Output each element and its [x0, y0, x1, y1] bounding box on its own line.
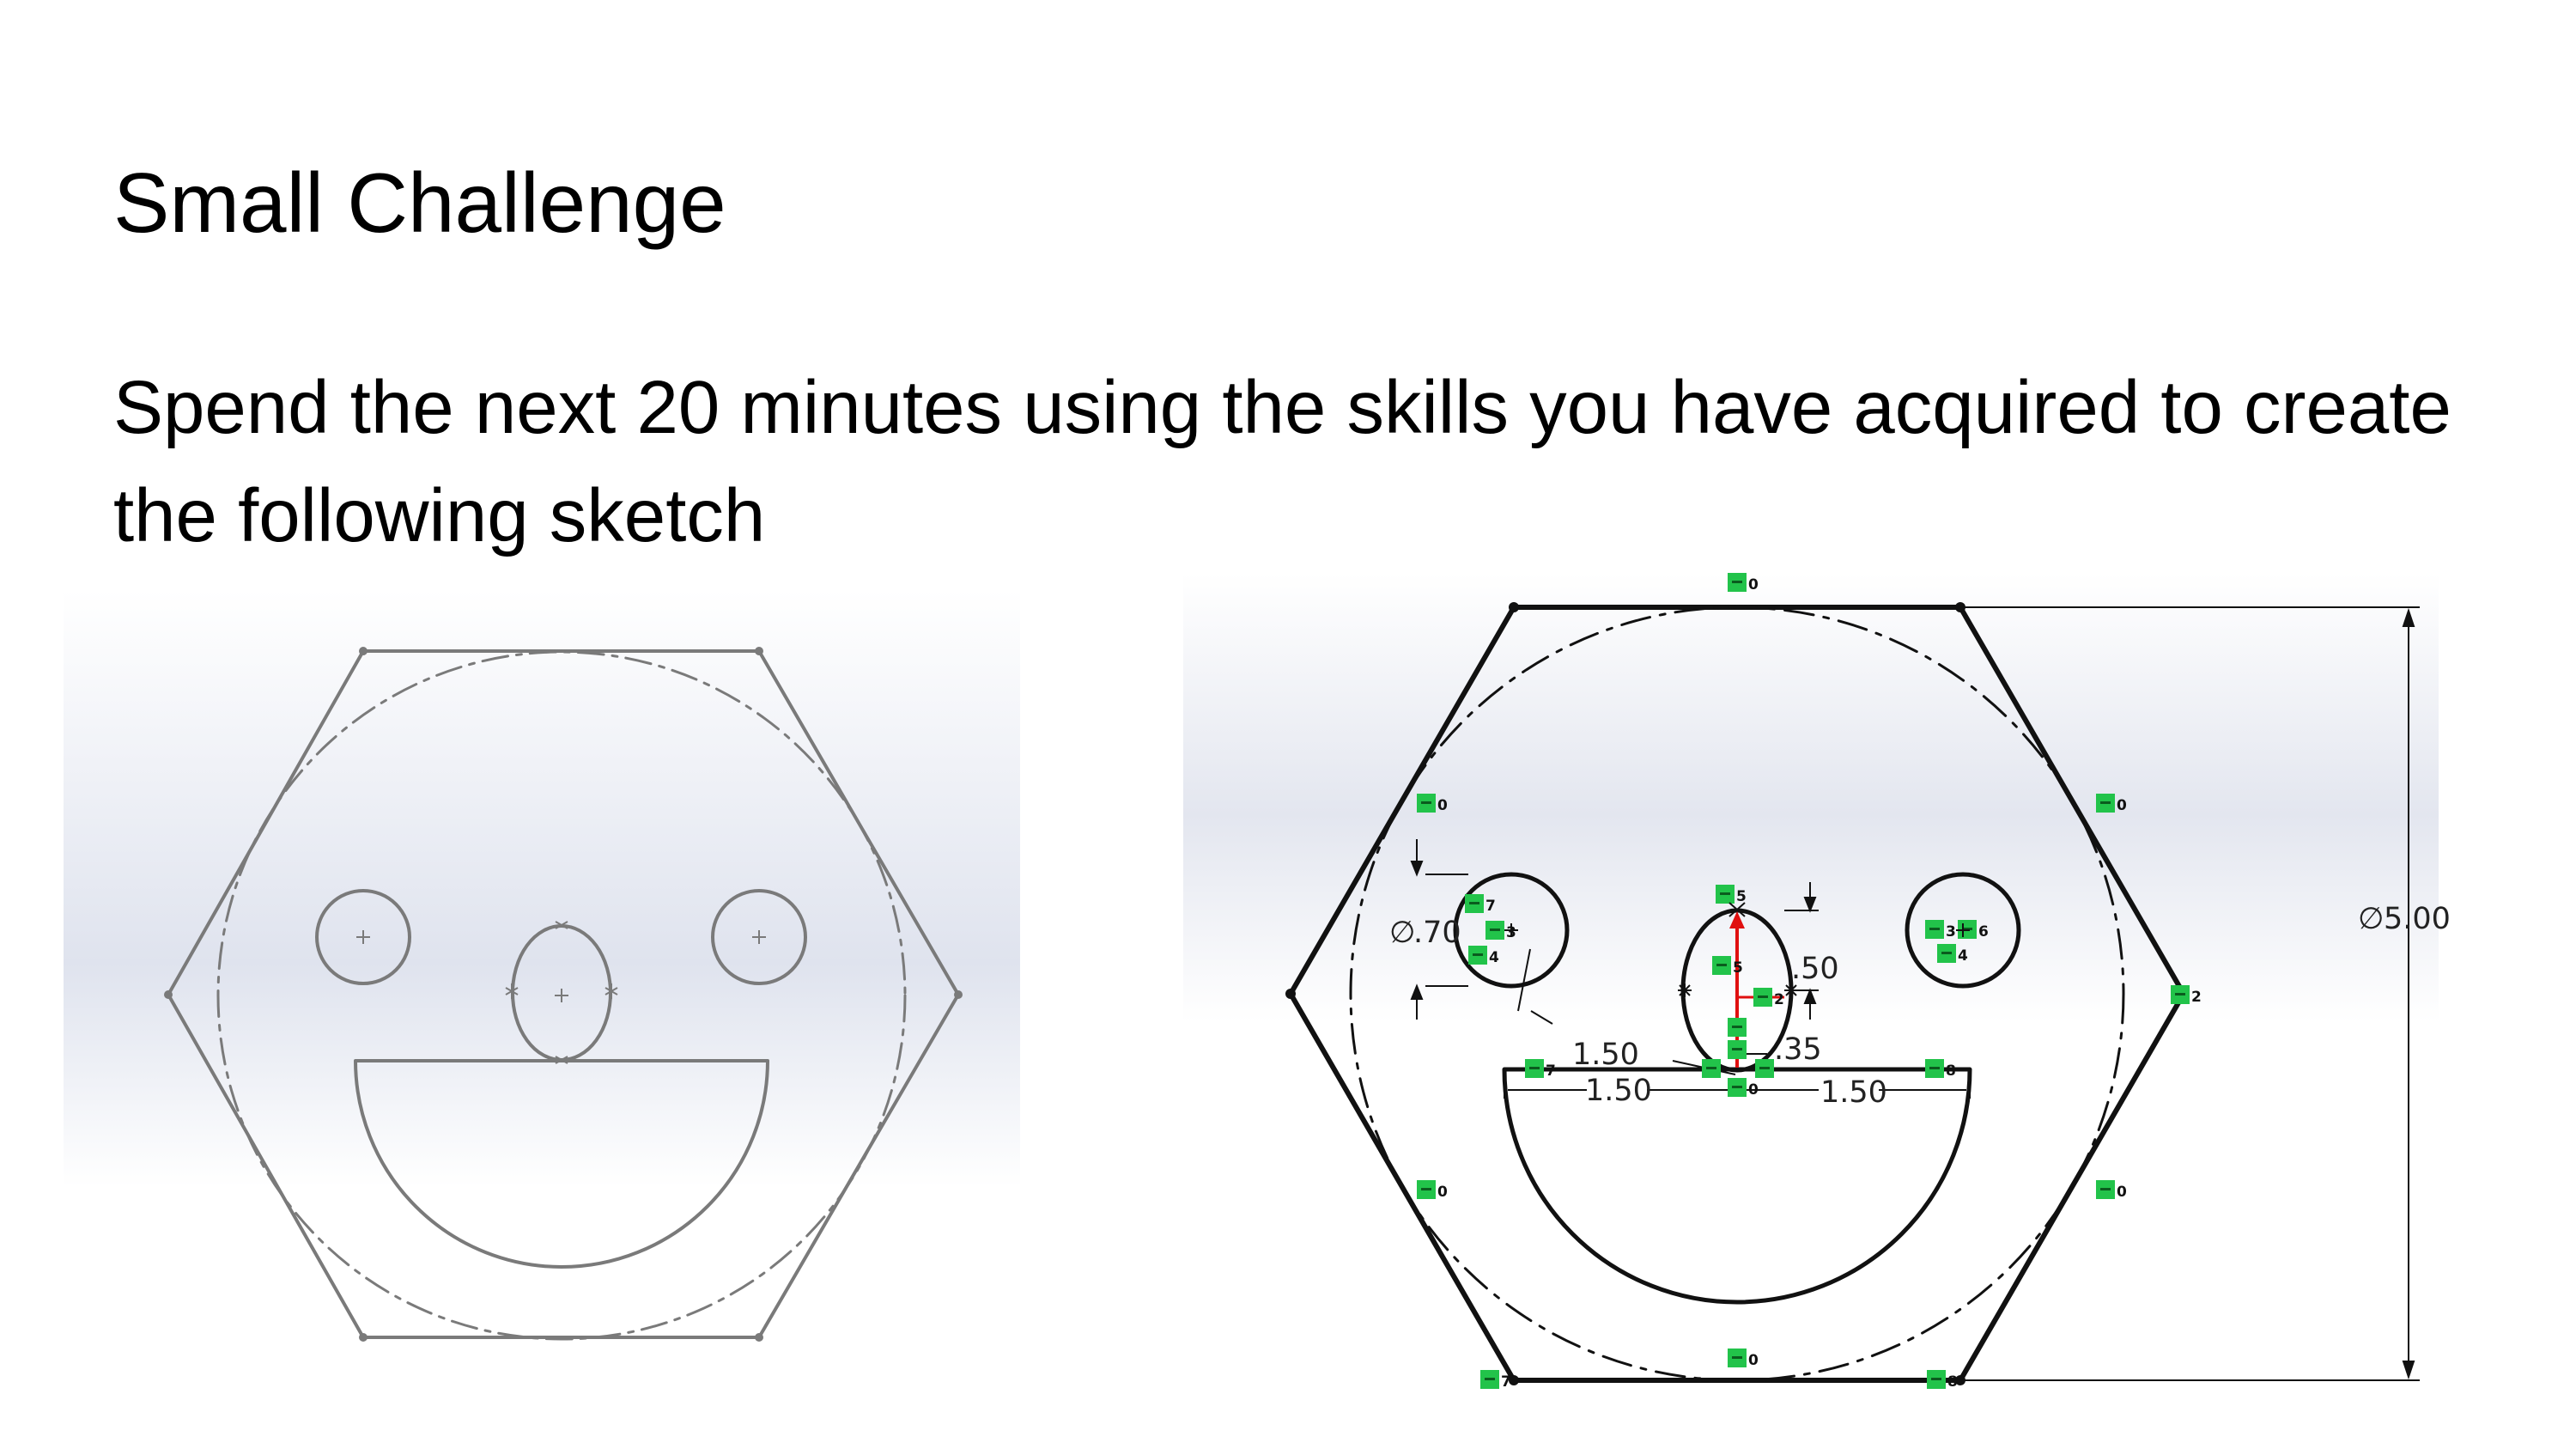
sketch-point-markers [1504, 902, 1970, 997]
svg-text:8: 8 [1946, 1062, 1956, 1080]
relation-badge-small[interactable] [1702, 1059, 1721, 1078]
relation-badge[interactable]: 7 [1465, 894, 1496, 915]
mouth-left-dimension[interactable]: 1.50 [1585, 1074, 1652, 1108]
svg-text:4: 4 [1958, 947, 1968, 965]
svg-text:5: 5 [1736, 888, 1747, 905]
relation-badge[interactable]: 6 [1958, 920, 1989, 941]
eye-offset-dimension[interactable]: 1.50 [1572, 1038, 1639, 1072]
svg-text:3: 3 [1946, 923, 1956, 941]
construction-circle [216, 650, 907, 1341]
right-eye-circle [711, 889, 807, 985]
relation-badge[interactable]: 4 [1468, 946, 1499, 966]
relation-badge[interactable]: 8 [1925, 1059, 1956, 1080]
right-eye-circle [1905, 872, 2021, 989]
relation-badge[interactable]: 5 [1716, 885, 1747, 905]
relation-badge-small[interactable] [1728, 1040, 1747, 1059]
relation-badge[interactable]: 0 [1728, 573, 1759, 594]
relation-badge[interactable]: 0 [1417, 794, 1448, 814]
svg-text:0: 0 [1437, 1184, 1448, 1201]
relation-badge[interactable]: 7 [1480, 1370, 1511, 1391]
outer-diameter-symbol: ∅ [2358, 902, 2385, 936]
mouth-right-dimension[interactable]: 1.50 [1820, 1075, 1887, 1110]
left-eye-circle [315, 889, 411, 985]
svg-text:0: 0 [2117, 797, 2127, 814]
eye-diameter-symbol: ∅ [1389, 916, 1416, 950]
relation-badge[interactable]: 0 [1417, 1180, 1448, 1201]
mouth-semicircle [354, 1059, 769, 1269]
relation-badge[interactable]: 3 [1925, 920, 1956, 941]
slide-title: Small Challenge [113, 155, 726, 250]
slide-instructions: Spend the next 20 minutes using the skil… [113, 366, 2451, 557]
dimensioned-sketch-image: ∅ .70 .50 1.50 .35 1.50 1.50 ∅ 5.00 0 0 … [1183, 573, 2451, 1437]
relation-badge[interactable]: 0 [2096, 1180, 2127, 1201]
relation-badge[interactable]: 4 [1937, 944, 1968, 965]
outer-diameter-dimension[interactable]: 5.00 [2384, 902, 2451, 936]
svg-text:7: 7 [1501, 1373, 1511, 1391]
relation-badge[interactable]: 2 [1753, 988, 1784, 1008]
relation-badge-small[interactable] [1755, 1059, 1774, 1078]
mouth-semicircle [1502, 1067, 1972, 1305]
nose-height-dimension[interactable]: .50 [1791, 952, 1839, 986]
center-marks [356, 921, 766, 1064]
nose-gap-dimension[interactable]: .35 [1774, 1032, 1822, 1067]
construction-circle [1349, 606, 2125, 1382]
relation-badge[interactable]: 7 [1525, 1059, 1556, 1080]
svg-text:0: 0 [1748, 1081, 1759, 1099]
relation-badge[interactable]: 5 [1712, 956, 1743, 977]
sketch-background [64, 590, 1020, 1420]
eye-diameter-dimension[interactable]: .70 [1413, 916, 1461, 950]
svg-text:8: 8 [1947, 1373, 1958, 1391]
vertex-points [164, 647, 963, 1342]
svg-text:0: 0 [2117, 1184, 2127, 1201]
svg-text:7: 7 [1546, 1062, 1556, 1080]
relation-badge[interactable]: 8 [1927, 1370, 1958, 1391]
svg-text:2: 2 [1774, 991, 1784, 1008]
svg-text:0: 0 [1437, 797, 1448, 814]
svg-text:7: 7 [1485, 898, 1496, 915]
sketch-relation-badges: 0 0 0 0 0 0 7 3 4 5 5 2 3 6 4 2 7 8 7 8 … [1417, 573, 2202, 1391]
left-eye-circle [1453, 872, 1570, 989]
svg-text:5: 5 [1733, 959, 1743, 977]
relation-badge[interactable]: 0 [2096, 794, 2127, 814]
finished-sketch-image [64, 590, 1020, 1420]
svg-text:0: 0 [1748, 576, 1759, 594]
svg-text:6: 6 [1978, 923, 1989, 941]
relation-badge[interactable]: 2 [2171, 985, 2202, 1006]
relation-badge[interactable]: 0 [1728, 1349, 1759, 1369]
svg-text:4: 4 [1489, 949, 1499, 966]
relation-badge[interactable]: 0 [1728, 1078, 1759, 1099]
svg-text:2: 2 [2191, 989, 2202, 1006]
svg-text:0: 0 [1748, 1352, 1759, 1369]
dimension-lines [1410, 606, 2420, 1381]
relation-badge-small[interactable] [1728, 1018, 1747, 1037]
